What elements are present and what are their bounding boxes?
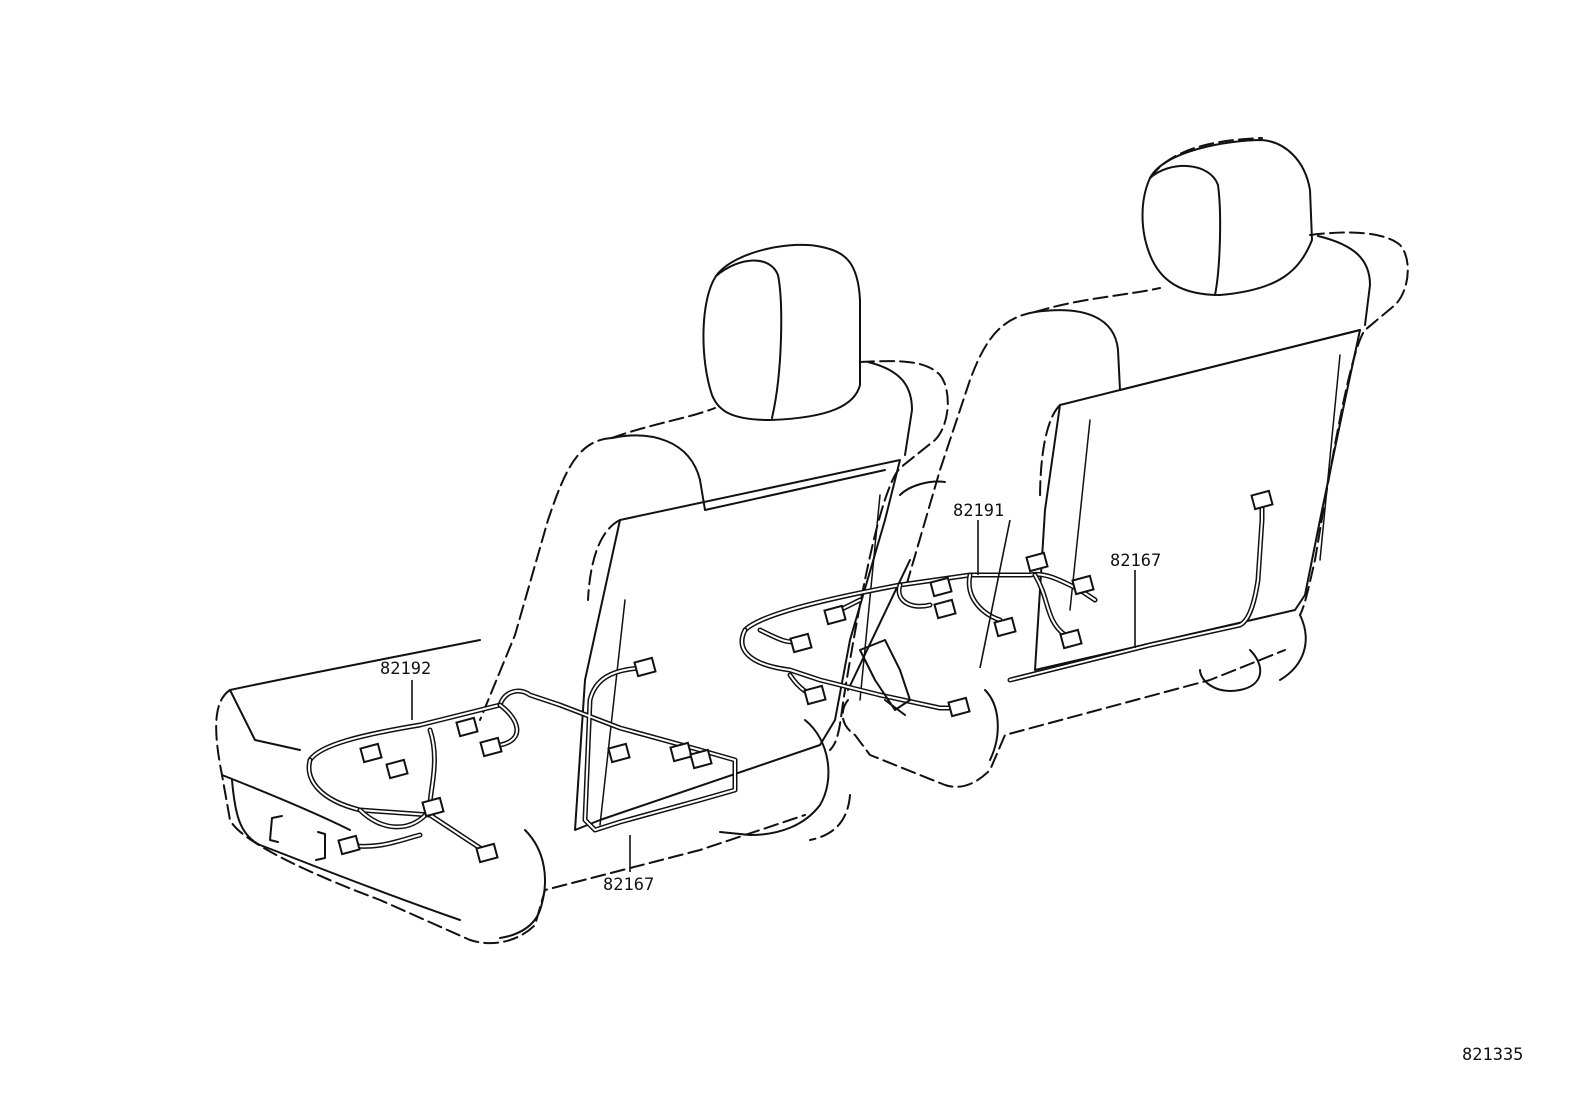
left-seat-adjust-handle — [269, 815, 326, 861]
connector — [993, 616, 1017, 638]
connector — [933, 598, 957, 620]
connector — [1071, 574, 1095, 596]
connector — [947, 696, 971, 718]
left-seatback-outline — [611, 360, 949, 751]
drawing-number: 821335 — [1462, 1045, 1523, 1065]
connector — [1059, 628, 1083, 650]
connector — [421, 796, 445, 818]
connector — [479, 736, 503, 758]
connector — [455, 716, 479, 738]
connector — [385, 758, 409, 780]
connector — [359, 742, 383, 764]
connector — [607, 742, 631, 764]
connector — [1025, 551, 1049, 573]
left-seat — [215, 243, 949, 945]
connector — [337, 834, 361, 856]
callout-82167-right: 82167 — [1110, 551, 1161, 571]
right-seat — [841, 137, 1409, 788]
left-seatback-panel — [574, 459, 901, 831]
connector — [823, 604, 847, 626]
right-seat-cushion — [841, 649, 1286, 788]
connector — [929, 576, 953, 598]
connector — [633, 656, 657, 678]
right-harness — [739, 502, 1265, 711]
connector — [789, 632, 813, 654]
callout-82192: 82192 — [380, 659, 431, 679]
left-headrest — [702, 243, 861, 421]
callouts: 82192 82167 82191 82167 821335 — [380, 501, 1523, 1065]
seat-belt-buckle — [859, 639, 911, 716]
left-seat-cushion — [215, 689, 806, 945]
right-seatback-panel — [1034, 329, 1361, 671]
left-headrest-front — [715, 259, 783, 419]
connector — [1250, 489, 1274, 511]
left-connectors — [337, 656, 713, 864]
right-seatback-outline — [1034, 231, 1409, 616]
connector — [475, 842, 499, 864]
callout-82191: 82191 — [953, 501, 1004, 521]
connector — [803, 684, 827, 706]
connector — [669, 741, 693, 763]
left-harness — [306, 665, 738, 851]
callout-82167-left: 82167 — [603, 875, 654, 895]
right-headrest-front — [1149, 165, 1222, 296]
connector — [689, 748, 713, 770]
right-headrest — [1141, 139, 1313, 296]
right-connectors — [789, 489, 1274, 718]
